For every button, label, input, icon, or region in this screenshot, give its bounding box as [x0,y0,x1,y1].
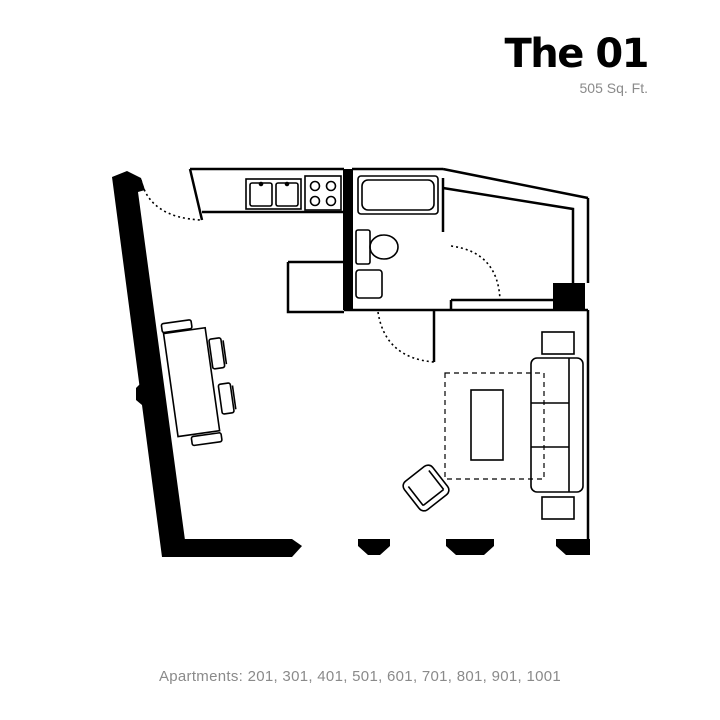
bath-divider-wall [343,169,353,310]
burner-2 [325,180,337,192]
bottom-wall-left [162,539,302,557]
kitchen [245,175,342,211]
door-swings [140,179,501,363]
chair-right-upper-back [222,340,228,365]
exterior-walls [112,169,590,557]
sink-basin-left [249,182,273,207]
end-table-top [541,331,575,355]
sofa [530,357,584,493]
closet-angled-inner [442,186,575,283]
dining-set [160,319,237,447]
area-rug [444,372,545,480]
burner-1 [309,180,321,192]
left-wall [112,171,187,557]
pantry-box [286,260,344,314]
closet-door-swing [450,245,501,301]
faucet-right [284,181,290,187]
bottom-wall-right [446,539,494,555]
interior-walls [188,167,590,540]
left-wall-pier-lower [152,466,180,540]
bathtub [357,175,439,215]
apartments-list: Apartments: 201, 301, 401, 501, 601, 701… [158,668,562,685]
plan-area: 505 Sq. Ft. [579,80,648,96]
plan-title: The 01 [504,31,650,77]
armchair-back [407,470,445,507]
bottom-wall-corner [556,539,590,555]
cooktop [304,175,342,211]
angled-top-wall [442,167,589,200]
dining-table [162,326,221,438]
vanity [355,269,383,299]
faucet-left [258,181,264,187]
bottom-wall-mid [358,539,390,555]
chair-right-lower [217,382,235,415]
chair-right-upper [208,337,226,370]
toilet-bowl [369,234,399,260]
kitchen-left-wall [188,168,204,221]
burner-3 [309,195,321,207]
chair-bottom [190,432,223,447]
armchair [402,464,450,512]
coffee-table [470,389,504,461]
chair-top [160,319,193,334]
chair-right-lower-back [231,385,237,410]
bath-door-swing [377,311,435,363]
kitchen-sink [245,178,302,210]
sofa-seams [531,402,569,448]
corner-column [553,283,585,310]
sink-basin-right [275,182,299,207]
burner-4 [325,195,337,207]
bathroom [355,175,439,299]
toilet-tank [355,229,371,265]
end-table-bottom [541,496,575,520]
living-area [402,331,584,520]
entry-door-swing [140,179,203,221]
left-wall-pier [136,378,165,410]
bathtub-inner [361,179,435,211]
